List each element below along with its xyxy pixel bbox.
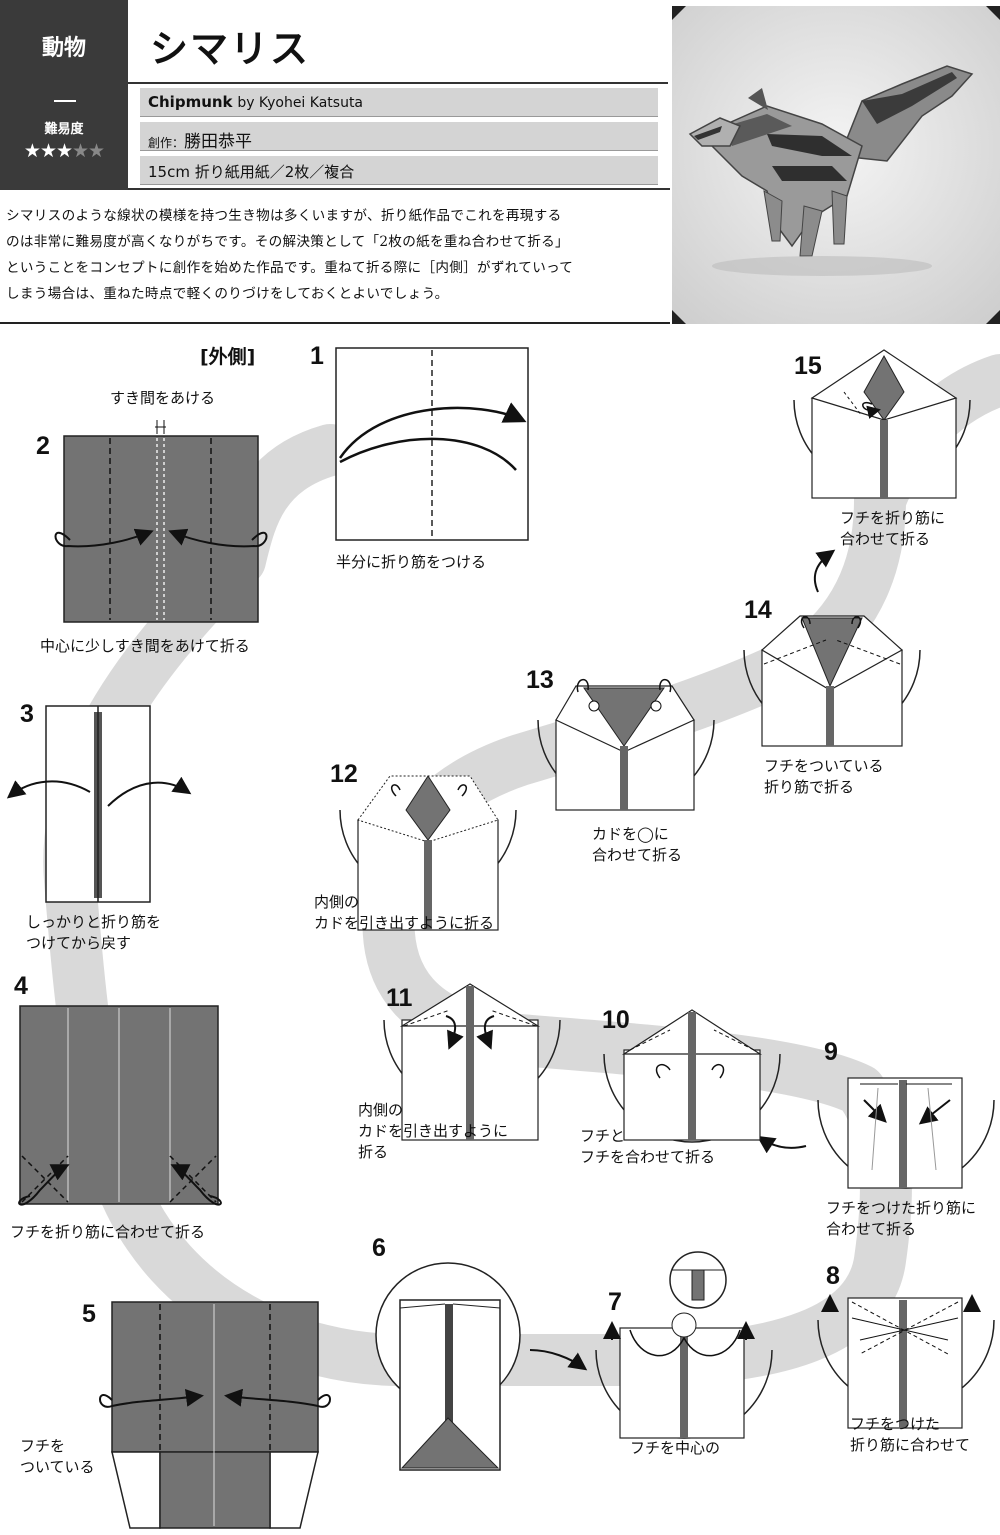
caption-line: 折り筋に合わせて <box>850 1436 971 1454</box>
caption-line: 合わせて折る <box>840 530 931 548</box>
description: シマリスのような線状の模様を持つ生き物は多くいますが、折り紙作品でこれを再現する… <box>6 203 666 307</box>
step-caption: 中心に少しすき間をあけて折る <box>40 637 250 655</box>
caption-line: フチを合わせて折る <box>580 1148 716 1166</box>
step-caption: フチを折り筋に 合わせて折る <box>840 508 945 550</box>
step-number: 6 <box>372 1234 386 1262</box>
step-3 <box>6 705 192 903</box>
section-label: [外側] <box>200 346 256 368</box>
step-caption: フチをつけた 折り筋に合わせて <box>850 1414 970 1456</box>
step-number: 8 <box>826 1262 840 1290</box>
step-15 <box>793 349 971 499</box>
caption-line: フチをつけた折り筋に <box>826 1199 977 1217</box>
step-number: 12 <box>330 760 358 788</box>
step-13 <box>537 679 715 811</box>
step-caption: フチと フチを合わせて折る <box>580 1126 715 1168</box>
step-number: 10 <box>602 1006 630 1034</box>
paper-info: 15cm 折り紙用紙／2枚／複合 <box>148 163 355 181</box>
step-number: 2 <box>36 432 50 460</box>
caption-line: フチと <box>580 1127 626 1145</box>
caption-line: 合わせて折る <box>826 1220 917 1238</box>
step-caption: フチを ついている <box>20 1436 95 1478</box>
category-divider <box>54 100 76 102</box>
description-line: のは非常に難易度が高くなりがちです。その解決策として「2枚の紙を重ね合わせて折る… <box>6 234 569 250</box>
category-label: 動物 <box>41 36 86 61</box>
stars-empty: ★★ <box>72 140 105 162</box>
step-number: 14 <box>744 596 772 624</box>
step-6 <box>375 1262 588 1471</box>
step-7 <box>595 1251 773 1439</box>
caption-line: ついている <box>20 1458 95 1476</box>
step-9 <box>756 1077 995 1189</box>
category-box: 動物 難易度 ★★★★★ <box>0 0 128 190</box>
step-8 <box>817 1294 995 1429</box>
model-photo <box>672 6 1000 324</box>
creator-band: 創作：勝田恭平 <box>140 122 658 152</box>
caption-line: カドを引き出すように <box>358 1122 509 1140</box>
caption-line: 内側の <box>358 1101 404 1119</box>
title-underline <box>128 82 668 84</box>
creator-name: 勝田恭平 <box>184 132 253 152</box>
step-1 <box>335 347 529 541</box>
step-caption: フチをつけた折り筋に 合わせて折る <box>826 1198 976 1240</box>
step-11 <box>383 983 561 1141</box>
difficulty-stars: ★★★★★ <box>0 140 128 162</box>
description-line: しまう場合は、重ねた時点で軽くのりづけをしておくとよいでしょう。 <box>6 286 449 302</box>
caption-line: 折る <box>358 1143 389 1161</box>
step-4 <box>18 1005 222 1206</box>
step-number: 1 <box>310 342 324 370</box>
stars-filled: ★★★ <box>23 140 73 162</box>
caption-line: 折り筋で折る <box>764 778 855 796</box>
step-number: 5 <box>82 1300 96 1328</box>
page-title: シマリス <box>150 27 311 71</box>
step-number: 13 <box>526 666 554 694</box>
step-caption: カドを◯に 合わせて折る <box>592 824 682 866</box>
step-number: 3 <box>20 700 34 728</box>
caption-line: カドを引き出すように折る <box>314 914 495 932</box>
step-caption: フチを中心の <box>630 1439 721 1457</box>
step-2 <box>54 420 268 623</box>
step-caption: しっかりと折り筋を つけてから戻す <box>26 912 161 954</box>
creator-label: 創作： <box>148 136 185 150</box>
english-title-band: Chipmunk by Kyohei Katsuta <box>140 88 658 117</box>
caption-line: フチをついている <box>764 757 884 775</box>
caption-line: フチをつけた <box>850 1415 941 1433</box>
difficulty-label: 難易度 <box>44 122 84 137</box>
step-caption: フチをついている 折り筋で折る <box>764 756 884 798</box>
step-note: すき間をあける <box>110 389 216 407</box>
step-caption: 内側の カドを引き出すように 折る <box>358 1100 508 1163</box>
caption-line: カドを◯に <box>592 825 669 843</box>
step-10 <box>603 1009 781 1143</box>
step-number: 15 <box>794 352 822 380</box>
description-rule <box>0 322 670 324</box>
caption-line: フチを <box>20 1437 66 1455</box>
caption-line: 内側の <box>314 893 360 911</box>
paper-info-band: 15cm 折り紙用紙／2枚／複合 <box>140 156 658 185</box>
step-14 <box>743 549 921 747</box>
step-5 <box>99 1301 331 1529</box>
step-number: 7 <box>608 1288 622 1316</box>
step-caption: 内側の カドを引き出すように折る <box>314 892 494 934</box>
step-number: 4 <box>14 972 28 1000</box>
caption-line: しっかりと折り筋を <box>26 913 162 931</box>
step-caption: 半分に折り筋をつける <box>336 553 487 571</box>
english-title: Chipmunk <box>148 93 233 111</box>
caption-line: フチを折り筋に <box>840 509 946 527</box>
description-line: シマリスのような線状の模様を持つ生き物は多くいますが、折り紙作品でこれを再現する <box>6 208 562 224</box>
caption-line: 合わせて折る <box>592 846 683 864</box>
description-line: ということをコンセプトに創作を始めた作品です。重ねて折る際に［内側］がずれていっ… <box>6 260 574 276</box>
caption-line: つけてから戻す <box>26 934 132 952</box>
step-12 <box>339 775 517 931</box>
step-number: 11 <box>386 984 413 1012</box>
header-rule <box>128 188 670 190</box>
step-number: 9 <box>824 1038 838 1066</box>
step-caption: フチを折り筋に合わせて折る <box>10 1223 206 1241</box>
author-byline: by Kyohei Katsuta <box>237 95 364 111</box>
